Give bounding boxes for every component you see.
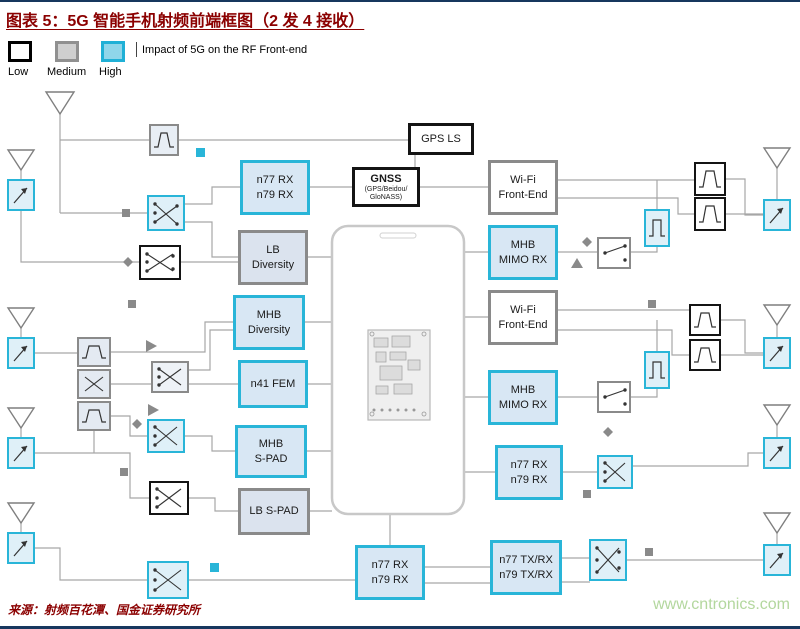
legend-label-medium: Medium — [47, 66, 87, 78]
block-mhb-mimo-rx-top: MHB MIMO RX — [488, 225, 558, 280]
antenna-icon — [6, 91, 792, 535]
block-wifi-front-end-top: Wi-Fi Front-End — [488, 160, 558, 215]
wires — [20, 114, 778, 584]
pcb-graphic — [367, 329, 431, 421]
legend-swatch-high — [101, 41, 125, 62]
block-label: n79 RX — [256, 188, 294, 201]
block-n77-n79-rx-bottom: n77 RX n79 RX — [355, 545, 425, 600]
switch-icon — [77, 195, 633, 599]
block-label: Front-End — [498, 188, 548, 201]
legend-label-high: High — [99, 66, 122, 78]
block-label: n77 TX/RX — [499, 554, 553, 567]
block-n77-n79-rx-top: n77 RX n79 RX — [240, 160, 310, 215]
block-label: Front-End — [498, 318, 548, 331]
block-n77-n79-rx-right: n77 RX n79 RX — [495, 445, 563, 500]
block-gps-ls: GPS LS — [408, 123, 474, 155]
block-label: Wi-Fi — [510, 304, 536, 317]
block-n77-n79-txrx: n77 TX/RX n79 TX/RX — [490, 540, 562, 595]
block-label: GPS LS — [421, 132, 461, 145]
block-label: n77 RX — [371, 559, 409, 572]
block-n41-fem: n41 FEM — [238, 360, 308, 408]
block-label: n79 RX — [510, 473, 548, 486]
accent-shapes — [120, 148, 656, 572]
block-label: n77 RX — [510, 459, 548, 472]
block-label: LB S-PAD — [249, 505, 299, 518]
block-mhb-diversity: MHB Diversity — [233, 295, 305, 350]
block-sublabel: (GPS/Beidou/ GloNASS) — [364, 186, 408, 202]
antenna-tuner-icon — [7, 179, 791, 576]
block-gnss: GNSS (GPS/Beidou/ GloNASS) — [352, 167, 420, 207]
block-label: GNSS — [370, 172, 402, 185]
block-label: S-PAD — [254, 452, 288, 465]
block-lb-s-pad: LB S-PAD — [238, 488, 310, 535]
block-label: MHB — [510, 384, 536, 397]
legend-label-low: Low — [8, 66, 29, 78]
block-label: MHB — [256, 309, 282, 322]
block-label: n79 RX — [371, 573, 409, 586]
bottom-border-line — [0, 626, 800, 629]
block-label: n41 FEM — [250, 377, 296, 390]
legend-swatch-low — [8, 41, 32, 62]
block-label: Diversity — [251, 258, 295, 271]
block-label: MIMO RX — [498, 398, 548, 411]
legend-swatch-medium — [55, 41, 79, 62]
block-wifi-front-end-mid: Wi-Fi Front-End — [488, 290, 558, 345]
block-mhb-mimo-rx-mid: MHB MIMO RX — [488, 370, 558, 425]
block-mhb-s-pad: MHB S-PAD — [235, 425, 307, 478]
block-label: MHB — [258, 438, 284, 451]
top-border-line — [0, 0, 800, 2]
source-note: 来源：射频百花潭、国金证券研究所 — [8, 603, 201, 617]
block-label: MHB — [510, 239, 536, 252]
block-label: LB — [266, 244, 280, 257]
figure-title: 图表 5：5G 智能手机射频前端框图（2 发 4 接收） — [6, 13, 365, 30]
block-label: n77 RX — [256, 174, 294, 187]
legend-caption: Impact of 5G on the RF Front-end — [142, 44, 308, 56]
block-lb-diversity: LB Diversity — [238, 230, 308, 285]
block-label: n79 TX/RX — [499, 568, 553, 581]
legend-divider — [136, 42, 137, 57]
filter-icon — [77, 124, 726, 431]
block-label: Wi-Fi — [510, 174, 536, 187]
block-label: MIMO RX — [498, 253, 548, 266]
watermark-text: www.cntronics.com — [653, 596, 790, 613]
block-label: Diversity — [247, 323, 291, 336]
pulse-filter-icon — [644, 209, 670, 389]
